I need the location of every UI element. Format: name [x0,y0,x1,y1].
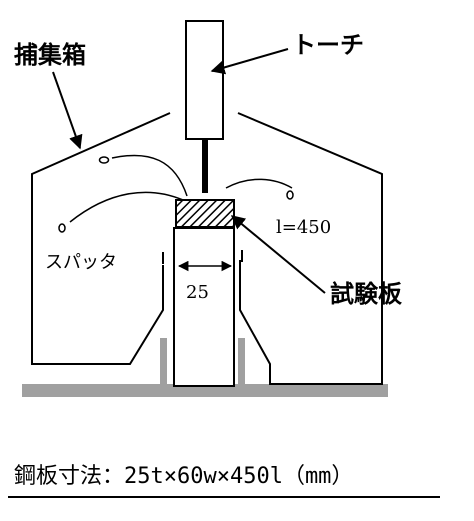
test-plate-stand [173,227,235,387]
test-plate-leader-arrow [230,215,326,294]
base-plate [22,384,388,397]
width-label: 25 [186,282,209,303]
collector-leader-arrow [52,71,83,150]
spatter-particle [58,223,66,233]
spatter-label: スパッタ [45,252,117,273]
spatter-particle [286,190,294,200]
length-label: l=450 [276,217,331,238]
spatter-curve-mid-left [69,191,184,223]
collector-box-left [31,112,171,365]
torch-leader-arrow [210,48,289,75]
torch-label: トーチ [292,31,364,59]
torch-body [185,20,224,140]
dimensions-caption: 鋼板寸法：25t×60w×450l（mm） [14,464,353,489]
collector-label: 捕集箱 [14,41,86,69]
support-leg-right [238,338,245,385]
spatter-curve-right [225,178,293,189]
spatter-particle [98,156,110,164]
spatter-curve-upper-left [111,154,188,197]
test-plate-label: 試験板 [330,280,403,308]
test-plate [175,199,235,228]
support-leg-left [160,338,167,385]
collector-box-right [237,112,383,385]
